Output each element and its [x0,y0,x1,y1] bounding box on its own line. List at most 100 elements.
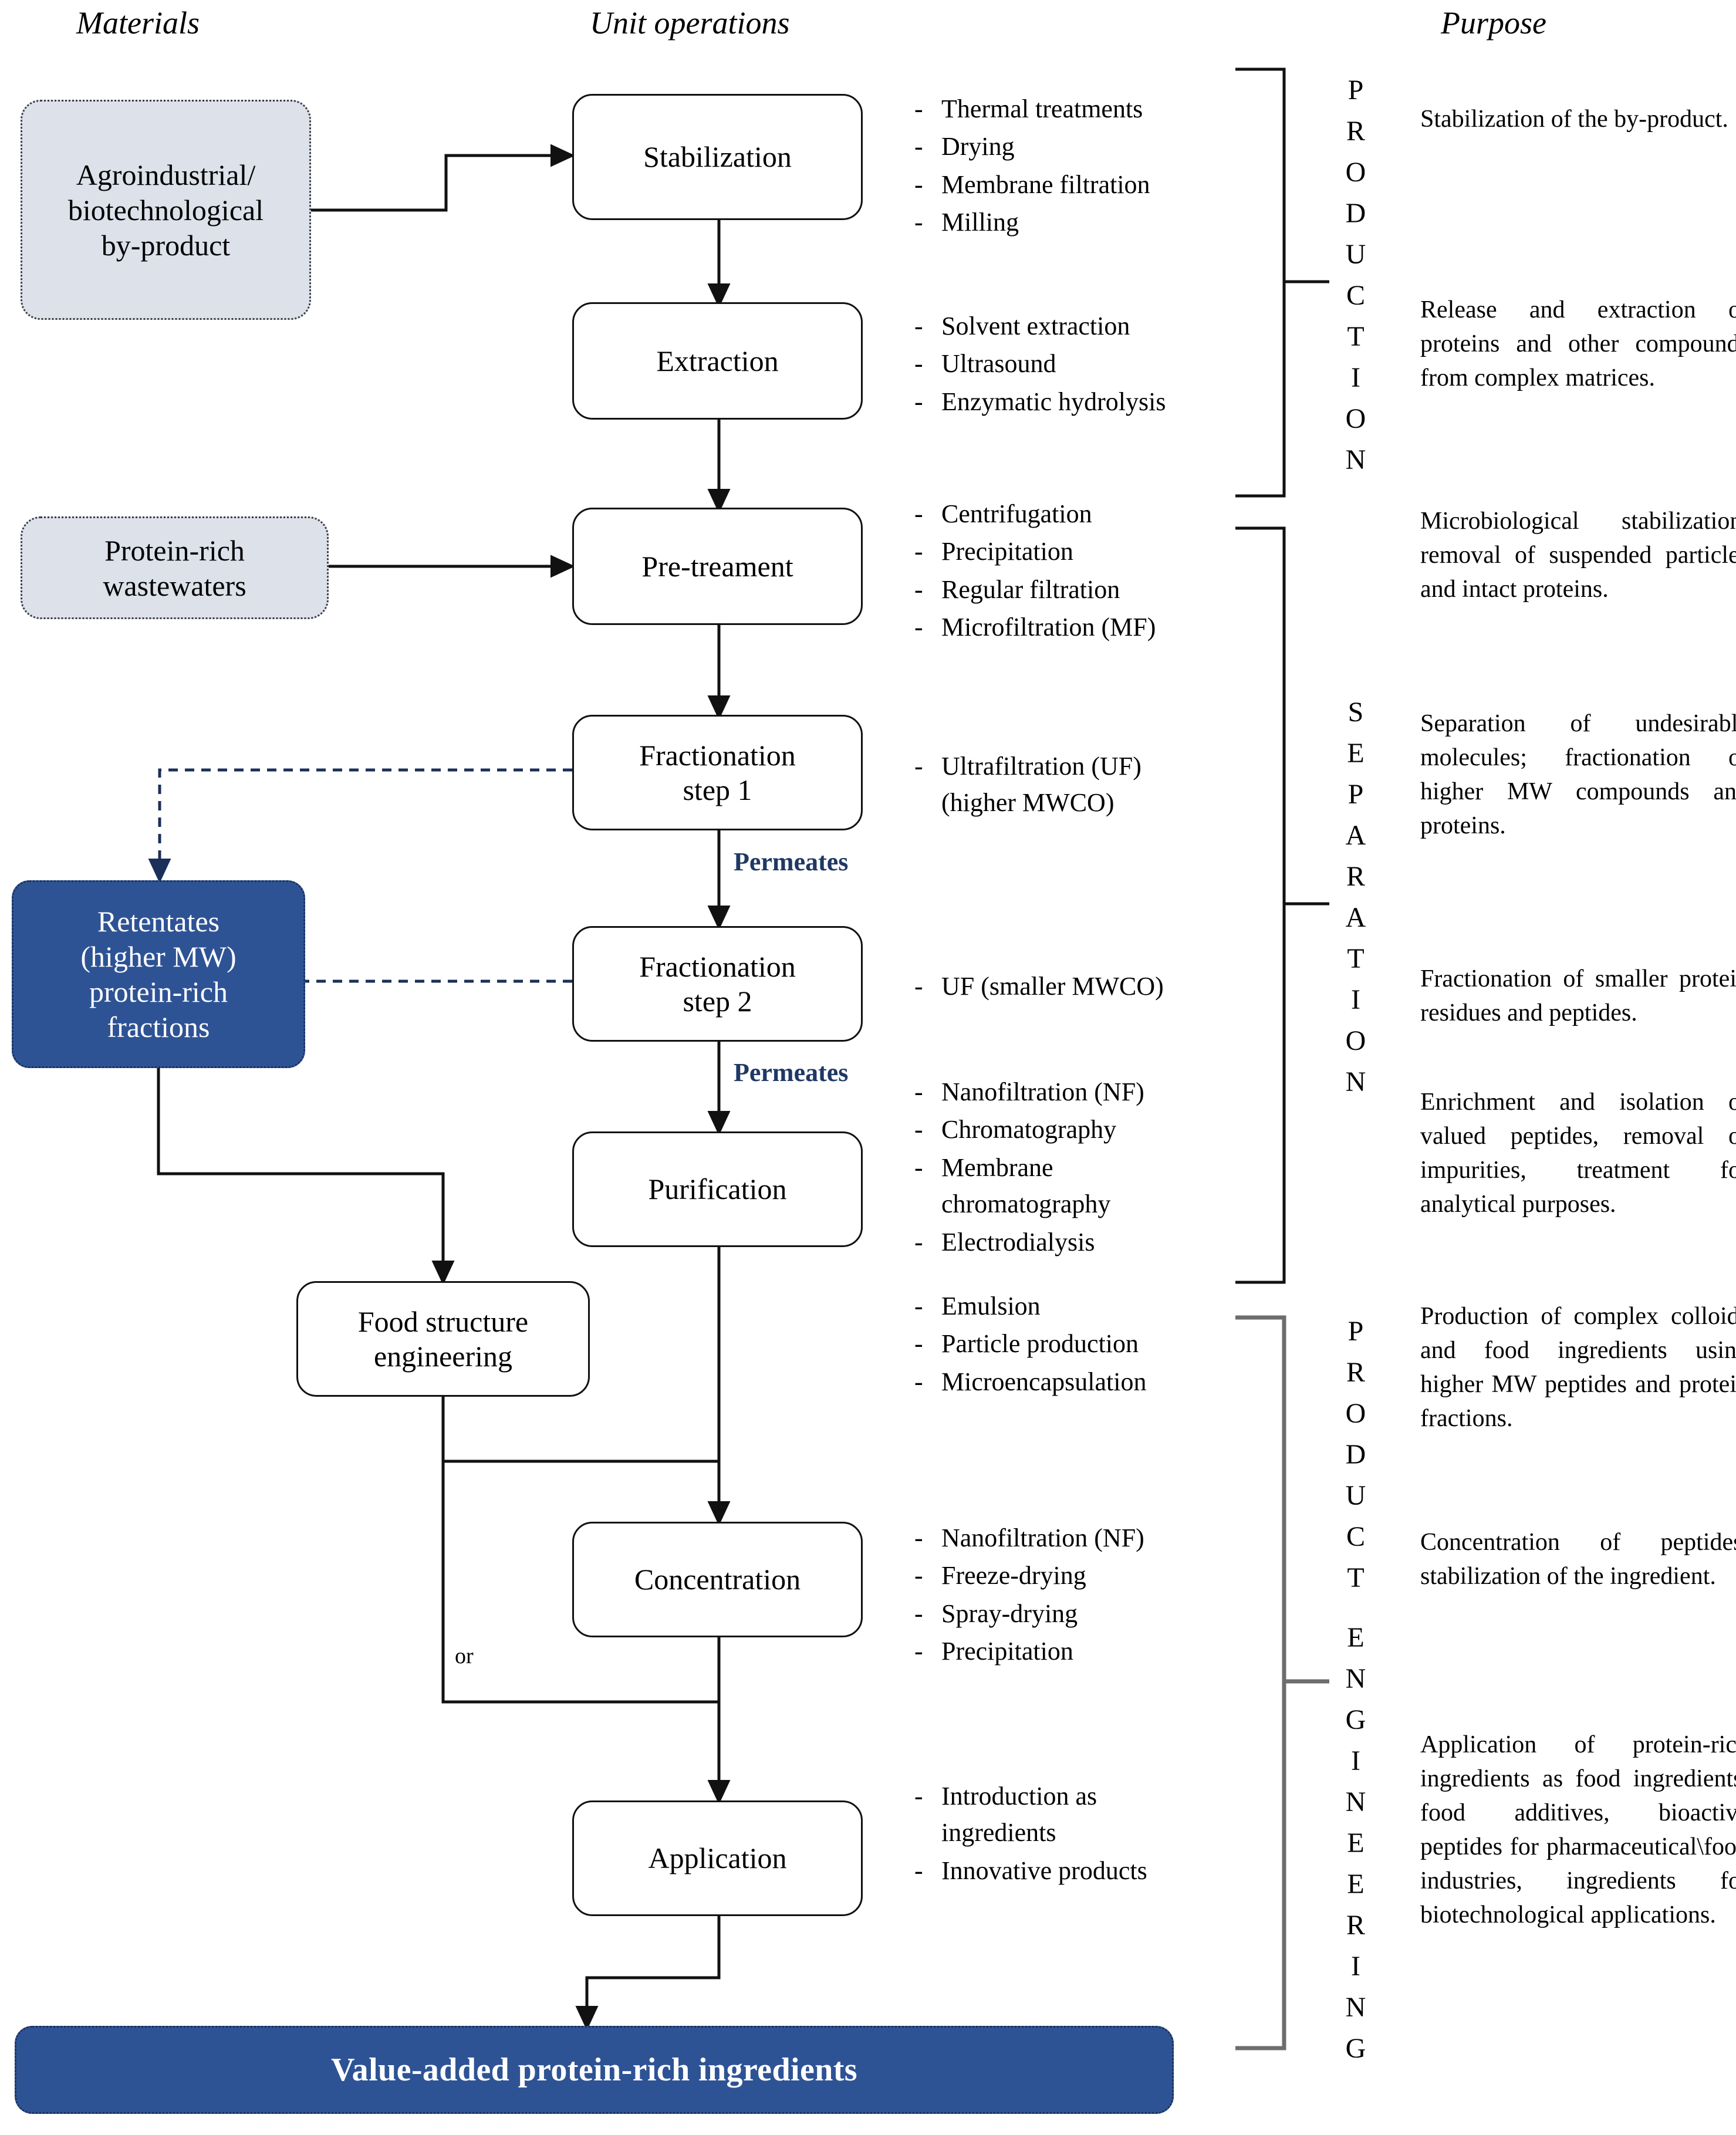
phase-letter: O [1345,157,1366,188]
phase-letter: P [1347,75,1364,106]
technique-item: -Drying [914,129,1243,165]
column-header-materials: Materials [76,5,200,40]
operation-box-application[interactable]: Application [572,1800,863,1916]
technique-item: -Innovative products [914,1853,1243,1889]
phase-letter: E [1347,1869,1365,1900]
technique-item: -Microfiltration (MF) [914,609,1243,646]
bullet-dash-icon: - [914,1782,923,1810]
phase-letter: I [1351,984,1360,1015]
purpose-text-extraction: Release and extraction of proteins and o… [1420,296,1736,391]
operation-box-stabilization[interactable]: Stabilization [572,94,863,220]
bullet-dash-icon: - [914,752,923,781]
operation-box-concentration[interactable]: Concentration [572,1522,863,1637]
bullet-dash-icon: - [914,1153,923,1182]
phase-letter: N [1345,1066,1366,1097]
purpose-text-concentration: Concentration of peptides, stabilization… [1420,1529,1736,1590]
phase-letter: O [1345,403,1366,434]
technique-item: -Milling [914,204,1243,241]
phase-letter: U [1345,239,1366,270]
technique-label: Microfiltration (MF) [941,613,1156,642]
banner-label: Value-added protein-rich ingredients [330,2052,857,2088]
technique-item: -Ultrafiltration (UF)(higher MWCO) [914,748,1243,822]
technique-label: Membrane filtration [941,170,1150,199]
technique-item: -Ultrasound [914,346,1243,382]
operation-box-pretreatment[interactable]: Pre-treament [572,508,863,625]
technique-label: Regular filtration [941,575,1120,604]
technique-item: -UF (smaller MWCO) [914,968,1243,1005]
purpose-text-fractionation-step-2: Fractionation of smaller protein residue… [1420,965,1736,1026]
phase-letter: G [1345,2033,1366,2064]
phase-letter: I [1351,1951,1360,1982]
phase-letter: C [1346,1521,1365,1552]
phase-letter: C [1346,280,1365,311]
technique-label: UF (smaller MWCO) [941,972,1164,1001]
technique-item: -Nanofiltration (NF) [914,1074,1243,1110]
technique-item: -Solvent extraction [914,308,1243,344]
technique-label: Emulsion [941,1292,1041,1320]
bullet-dash-icon: - [914,349,923,379]
bullet-dash-icon: - [914,132,923,161]
technique-label: Spray-drying [941,1599,1078,1628]
bullet-dash-icon: - [914,1329,923,1359]
flow-label-permeates-1: Permeates [734,847,849,876]
technique-item: -Particle production [914,1326,1243,1362]
operation-label: Concentration [634,1563,801,1596]
technique-item: -Microencapsulation [914,1364,1243,1400]
technique-label: Ultrafiltration (UF)(higher MWCO) [941,752,1141,817]
bullet-dash-icon: - [914,1367,923,1396]
technique-label: Solvent extraction [941,312,1130,340]
column-header-purpose: Purpose [1441,5,1546,40]
phase-letter: D [1345,198,1366,229]
operation-label: Extraction [656,344,779,377]
bullet-dash-icon: - [914,170,923,199]
technique-item: -Thermal treatments [914,91,1243,127]
phase-letter: A [1345,902,1366,933]
phase-letter: P [1347,1316,1364,1347]
phase-letter: N [1345,1786,1366,1818]
technique-label: Milling [941,208,1019,237]
technique-list-fractionation-step-2: -UF (smaller MWCO) [914,968,1243,1006]
technique-list-concentration: -Nanofiltration (NF)-Freeze-drying-Spray… [914,1520,1243,1671]
bullet-dash-icon: - [914,1523,923,1552]
bullet-dash-icon: - [914,312,923,340]
phase-letter: R [1346,116,1365,147]
technique-list-purification: -Nanofiltration (NF)-Chromatography-Memb… [914,1074,1243,1262]
technique-label: Electrodialysis [941,1227,1095,1256]
operation-box-purification[interactable]: Purification [572,1131,863,1247]
output-banner-value-added-ingredients[interactable]: Value-added protein-rich ingredients [15,2026,1174,2114]
operation-label: Pre-treament [641,549,793,583]
bullet-dash-icon: - [914,387,923,416]
technique-item: -Precipitation [914,533,1243,570]
technique-item: -Membrane filtration [914,167,1243,203]
phase-letter: E [1347,1622,1365,1653]
technique-label: Innovative products [941,1856,1147,1885]
flow-label-or: or [455,1644,474,1668]
purpose-text-food-structure-engineering: Production of complex colloids and food … [1420,1303,1736,1432]
operation-box-extraction[interactable]: Extraction [572,302,863,420]
technique-label: Centrifugation [941,499,1092,528]
technique-label: Drying [941,132,1015,161]
technique-label: Thermal treatments [941,94,1143,123]
purpose-text-fractionation-step-1: Separation of undesirable molecules; fra… [1420,710,1736,839]
phase-letter: N [1345,1992,1366,2023]
bullet-dash-icon: - [914,1227,923,1256]
technique-label: Ultrasound [941,349,1056,379]
